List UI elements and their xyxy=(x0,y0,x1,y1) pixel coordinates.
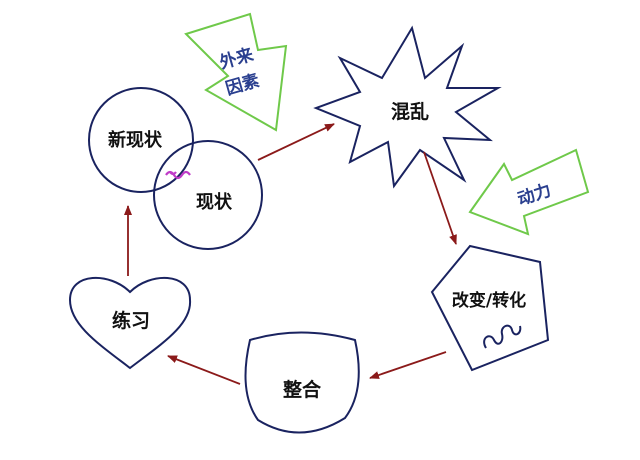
new-state-node: 新现状 xyxy=(88,87,194,193)
practice-label: 练习 xyxy=(112,309,150,332)
drive-arrow: 动力 xyxy=(468,148,590,236)
arrow-change-to-integration xyxy=(369,351,447,379)
change-node: 改变/转化 xyxy=(430,244,550,372)
arrow-state-to-chaos xyxy=(257,123,335,161)
arrow-integration-to-practice xyxy=(167,355,241,385)
chaos-node: 混乱 xyxy=(313,25,502,189)
arrow-chaos-to-change xyxy=(423,151,457,245)
current-state-node: 现状 xyxy=(153,140,263,250)
current-state-label: 现状 xyxy=(196,191,233,213)
external-factors-arrow: 外来 因素 xyxy=(184,12,288,132)
practice-node: 练习 xyxy=(68,277,192,370)
integration-label: 整合 xyxy=(283,378,322,401)
change-label: 改变/转化 xyxy=(452,290,526,311)
change-wave-icon xyxy=(483,324,522,349)
new-state-label: 新现状 xyxy=(108,129,163,151)
integration-node: 整合 xyxy=(244,331,360,434)
chaos-label: 混乱 xyxy=(391,101,429,123)
overlap-squiggle-icon xyxy=(165,170,191,180)
